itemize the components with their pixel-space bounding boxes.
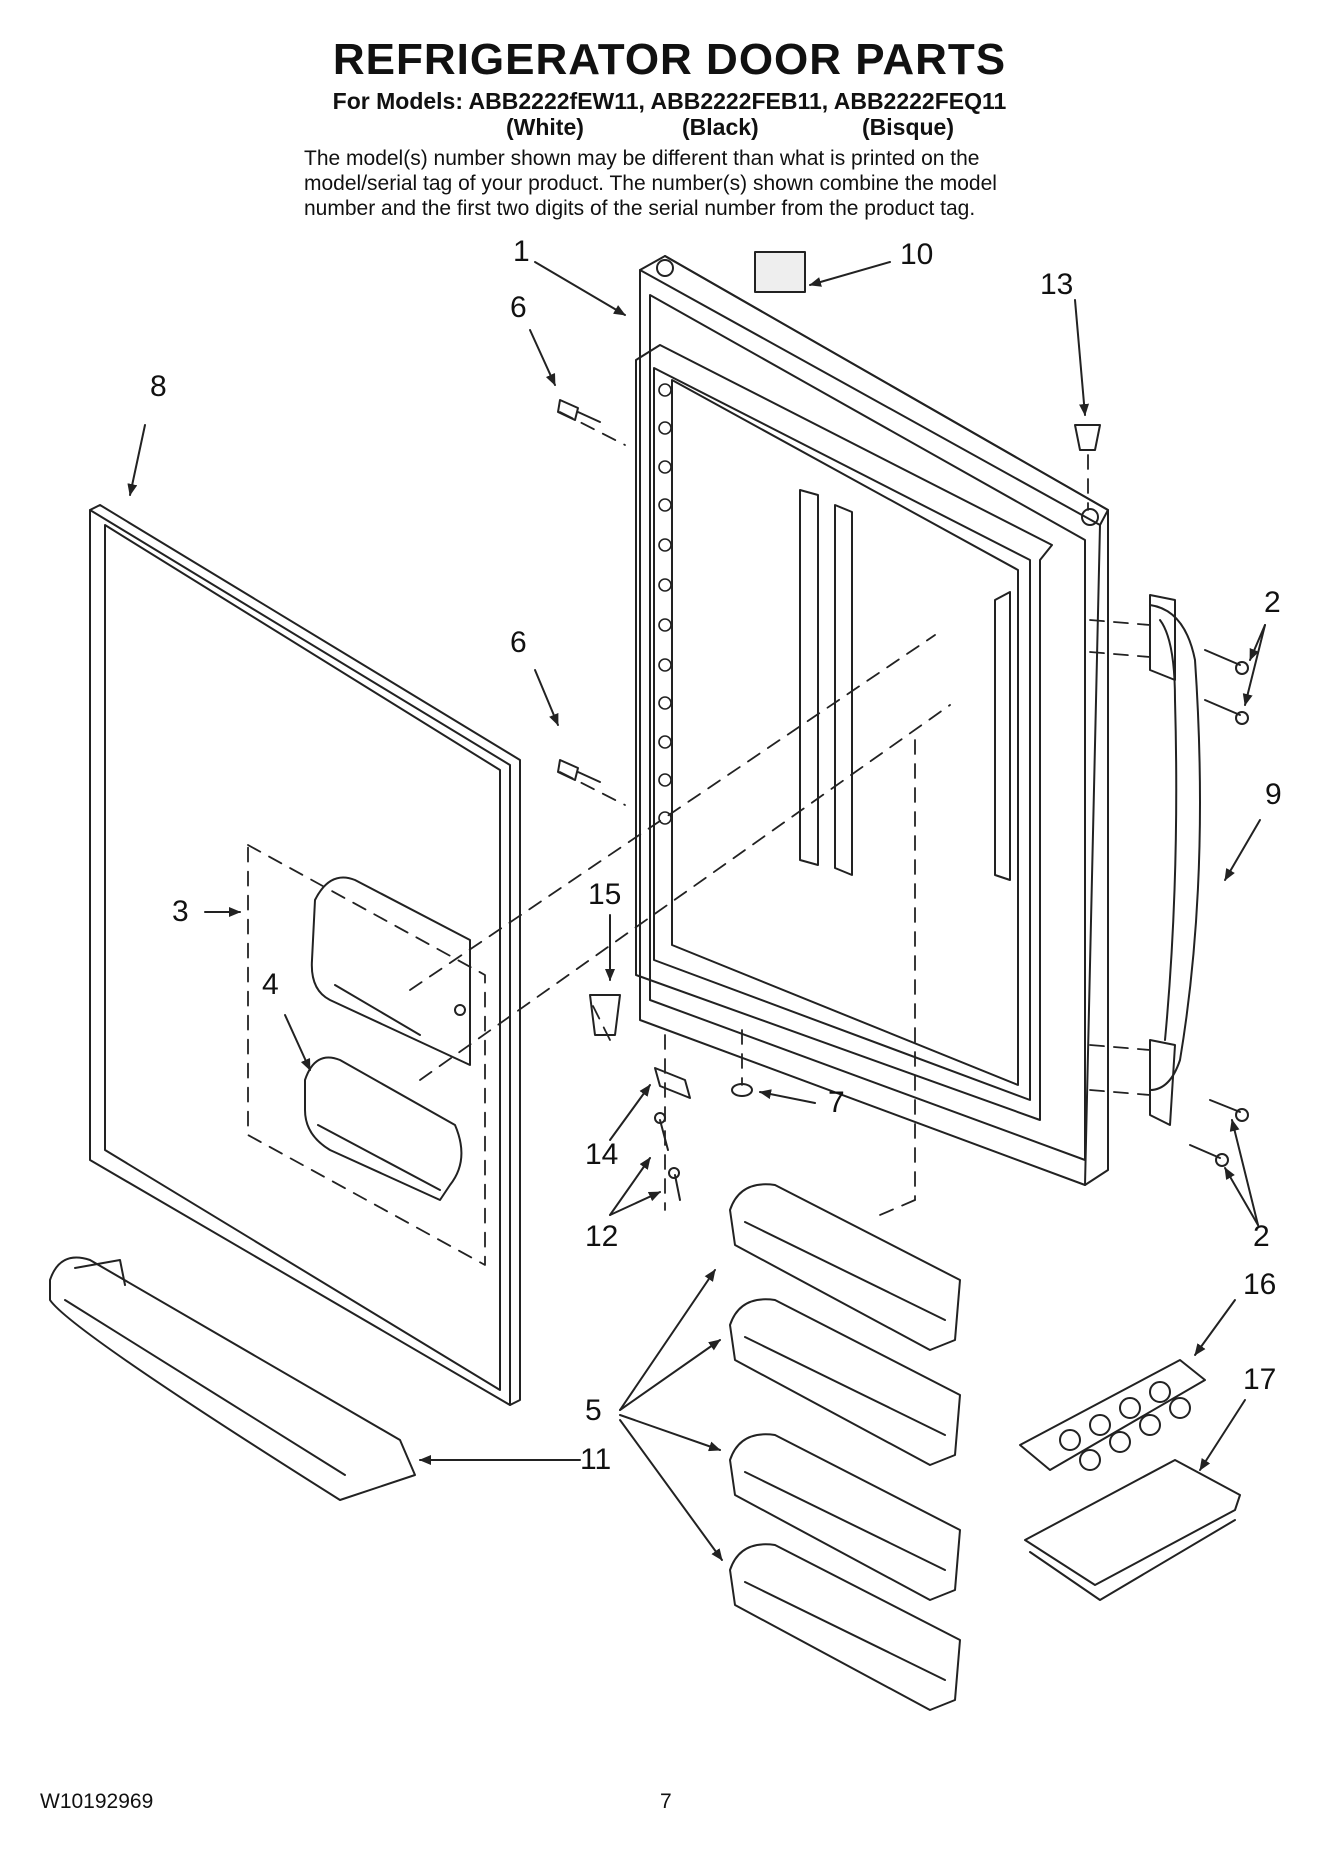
page-title: REFRIGERATOR DOOR PARTS <box>332 35 1007 84</box>
shelf-bar <box>49 1256 416 1501</box>
butter-tray <box>1024 1459 1241 1601</box>
color-black: (Black) <box>682 114 759 140</box>
callout-1: 1 <box>513 235 530 268</box>
door-liner <box>635 255 1109 1186</box>
door-handle <box>1149 594 1201 1126</box>
callout-2-lower: 2 <box>1253 1220 1270 1253</box>
page-number: 7 <box>660 1790 672 1813</box>
callout-3: 3 <box>172 895 189 928</box>
document-id: W10192969 <box>40 1790 154 1813</box>
callout-14: 14 <box>585 1138 619 1171</box>
assembly-dashed-lines <box>559 411 1151 1216</box>
callout-7: 7 <box>828 1086 845 1119</box>
egg-tray <box>1019 1359 1206 1471</box>
callout-5: 5 <box>585 1394 602 1427</box>
models-line: For Models: ABB2222fEW11, ABB2222FEB11, … <box>332 88 1007 114</box>
leader-arrows <box>127 261 1266 1561</box>
mounting-bracket <box>654 1067 691 1099</box>
dispenser-housing <box>310 876 471 1066</box>
callout-15: 15 <box>588 878 622 911</box>
callout-2-upper: 2 <box>1264 586 1281 619</box>
liner-peg-holes <box>658 383 672 825</box>
note-line: The model(s) number shown may be differe… <box>304 147 980 170</box>
door-bins <box>729 1183 961 1711</box>
bracket-screws <box>654 1112 681 1201</box>
callout-10: 10 <box>900 238 934 271</box>
liner-clip-upper <box>557 399 601 423</box>
model-label <box>754 251 806 293</box>
callout-12: 12 <box>585 1220 619 1253</box>
note-line: model/serial tag of your product. The nu… <box>304 172 997 195</box>
color-white: (White) <box>506 114 584 140</box>
dispenser-dashed-box <box>247 634 951 1266</box>
dispenser-bin <box>304 1056 463 1201</box>
callout-6-lower: 6 <box>510 626 527 659</box>
door-cap <box>1074 424 1101 451</box>
liner-clip-lower <box>557 759 601 783</box>
callout-6-upper: 6 <box>510 291 527 324</box>
handle-screws <box>1189 649 1249 1167</box>
callout-13: 13 <box>1040 268 1074 301</box>
color-bisque: (Bisque) <box>862 114 954 140</box>
callout-4: 4 <box>262 968 279 1001</box>
callout-9: 9 <box>1265 778 1282 811</box>
door-stop <box>589 994 621 1036</box>
callout-8: 8 <box>150 370 167 403</box>
model-note: The model(s) number shown may be differe… <box>304 146 1084 221</box>
door-panel <box>89 504 521 1406</box>
header: REFRIGERATOR DOOR PARTS For Models: ABB2… <box>0 36 1339 115</box>
callout-11: 11 <box>580 1443 612 1476</box>
callout-16: 16 <box>1243 1268 1277 1301</box>
callout-17: 17 <box>1243 1363 1277 1396</box>
note-line: number and the first two digits of the s… <box>304 197 976 220</box>
